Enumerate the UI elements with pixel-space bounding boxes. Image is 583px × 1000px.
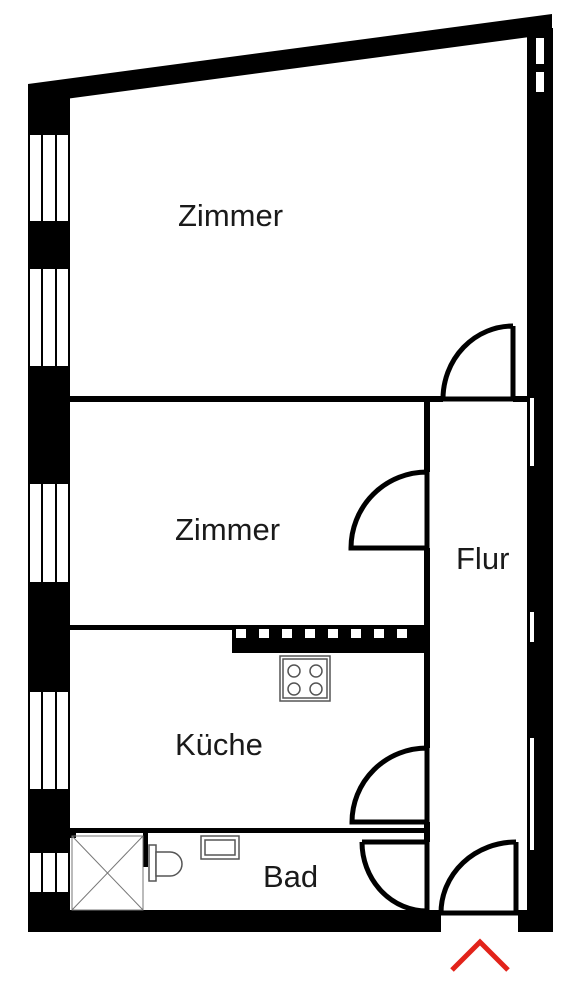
left-wall-pier <box>28 84 70 134</box>
shower-icon <box>71 835 144 911</box>
room-label-kueche: Küche <box>175 727 263 762</box>
door-bad <box>359 839 430 914</box>
window <box>28 690 70 791</box>
wall-flur-left <box>424 396 430 472</box>
left-wall-pier <box>28 222 70 268</box>
door-entrance <box>438 839 519 916</box>
left-wall-pier <box>28 790 70 852</box>
left-wall-pier <box>28 893 70 932</box>
left-wall-pier <box>28 583 70 691</box>
toilet-icon <box>148 844 183 882</box>
wall-kueche-bad <box>70 828 430 833</box>
wall-flur-left <box>424 548 430 748</box>
bottom-wall-right <box>518 910 553 932</box>
wall-bad-partition <box>143 833 148 867</box>
wall-zimmer-divider <box>70 396 443 402</box>
entrance-chevron-icon <box>450 938 510 972</box>
door-kueche <box>349 745 430 825</box>
kitchen-counter <box>232 625 424 653</box>
top-wall <box>28 14 552 104</box>
window <box>28 851 70 894</box>
window <box>28 267 70 368</box>
left-windows <box>28 133 70 894</box>
outer-walls <box>28 14 553 932</box>
room-label-zimmer-1: Zimmer <box>178 198 284 233</box>
window <box>28 133 70 223</box>
wall-bad-top-stub <box>70 828 76 838</box>
right-wall-openings <box>530 38 544 850</box>
room-label-bad: Bad <box>263 859 319 894</box>
wall-flur-right-stub <box>513 396 529 402</box>
doors <box>348 323 519 916</box>
left-wall-pier <box>28 367 70 483</box>
bottom-wall <box>28 910 441 932</box>
room-label-zimmer-2: Zimmer <box>175 512 281 547</box>
door-zimmer-1 <box>440 323 516 402</box>
sink-icon <box>200 835 240 860</box>
stove-icon <box>279 655 331 702</box>
room-label-flur: Flur <box>456 541 510 576</box>
window <box>28 482 70 584</box>
door-zimmer-2 <box>348 469 430 551</box>
